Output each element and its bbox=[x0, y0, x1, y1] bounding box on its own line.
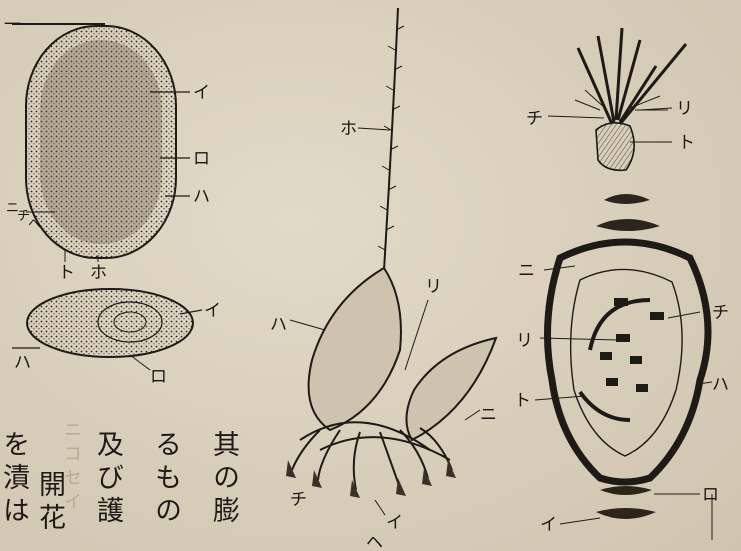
spikelet-label-ni: ニ bbox=[480, 405, 497, 425]
spikelet-label-ha: ハ bbox=[270, 315, 287, 335]
seed-label-ro: ロ bbox=[193, 149, 210, 169]
ghost-annotation: ニコセイ bbox=[62, 420, 80, 516]
spikelet-label-i: イ bbox=[386, 513, 403, 533]
spikelet-label-ho: ホ bbox=[340, 119, 357, 139]
section-label-i: イ bbox=[204, 301, 221, 321]
text-column-2: るもの bbox=[152, 430, 179, 529]
section-label-ro: ロ bbox=[150, 367, 167, 387]
flower-label-ri: リ bbox=[676, 99, 693, 119]
seed-label-he: ヘ bbox=[28, 217, 41, 232]
seed-label-ha: ハ bbox=[193, 187, 210, 207]
diagram-label-i: イ bbox=[540, 515, 557, 535]
section-label-ha: ハ bbox=[14, 353, 31, 373]
spikelet-label-he: ヘ bbox=[366, 533, 383, 551]
spikelet-label-chi: チ bbox=[290, 490, 307, 510]
flower-label-to: ト bbox=[678, 133, 695, 153]
diagram-label-ha: ハ bbox=[712, 375, 729, 395]
diagram-label-ri: リ bbox=[516, 331, 533, 351]
spikelet-label-ri: リ bbox=[425, 277, 442, 297]
spikelet-figure bbox=[286, 8, 496, 515]
diagram-label-to: ト bbox=[514, 391, 531, 411]
seed-section-figure bbox=[12, 289, 202, 370]
text-column-4: 開花 bbox=[36, 470, 63, 536]
floral-diagram bbox=[535, 194, 712, 540]
diagram-label-ni: ニ bbox=[518, 261, 535, 281]
text-column-5: を漬は bbox=[0, 430, 27, 529]
flower-label-chi: チ bbox=[526, 109, 543, 129]
flower-figure bbox=[548, 28, 686, 170]
seed-label-ho: ホ bbox=[90, 263, 107, 283]
seed-label-to: ト bbox=[58, 263, 75, 283]
text-column-3: 及び護 bbox=[94, 430, 121, 529]
diagram-label-chi: チ bbox=[712, 303, 729, 323]
seed-label-i: イ bbox=[193, 83, 210, 103]
text-column-1: 其の膨 bbox=[210, 430, 237, 529]
diagram-label-ro: ロ bbox=[702, 485, 719, 505]
seed-label-1: 一 bbox=[4, 15, 21, 35]
